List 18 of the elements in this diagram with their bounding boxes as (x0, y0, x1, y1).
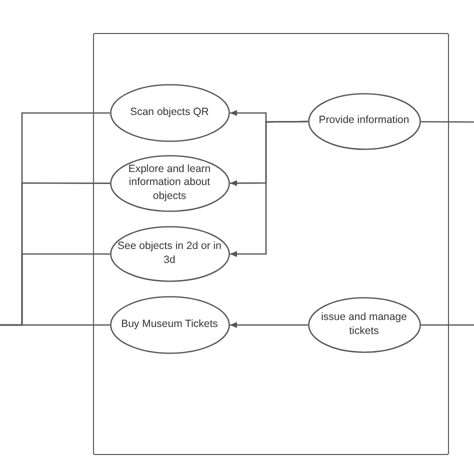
system-boundary (93, 33, 449, 455)
use-case-label: issue and manage tickets (320, 310, 408, 338)
arrow (230, 120, 308, 257)
use-case-ellipse (308, 296, 420, 352)
use-case-label: Provide information (318, 114, 410, 128)
use-case-label: Scan objects QR (129, 106, 210, 120)
arrow (230, 322, 308, 328)
use-case-ellipse (110, 154, 230, 212)
use-case-ellipse (110, 296, 230, 354)
use-case-ellipse (110, 226, 230, 282)
connector-line (421, 121, 474, 123)
connector-line (421, 324, 474, 326)
use-case-label: Buy Museum Tickets (120, 318, 219, 332)
connector-line (0, 324, 110, 326)
use-case-label: Explore and learn information about objects (127, 162, 212, 204)
use-case-label: See objects in 2d or in 3d (116, 240, 222, 268)
use-case-ellipse (308, 92, 420, 150)
use-case-ellipse (110, 84, 230, 142)
